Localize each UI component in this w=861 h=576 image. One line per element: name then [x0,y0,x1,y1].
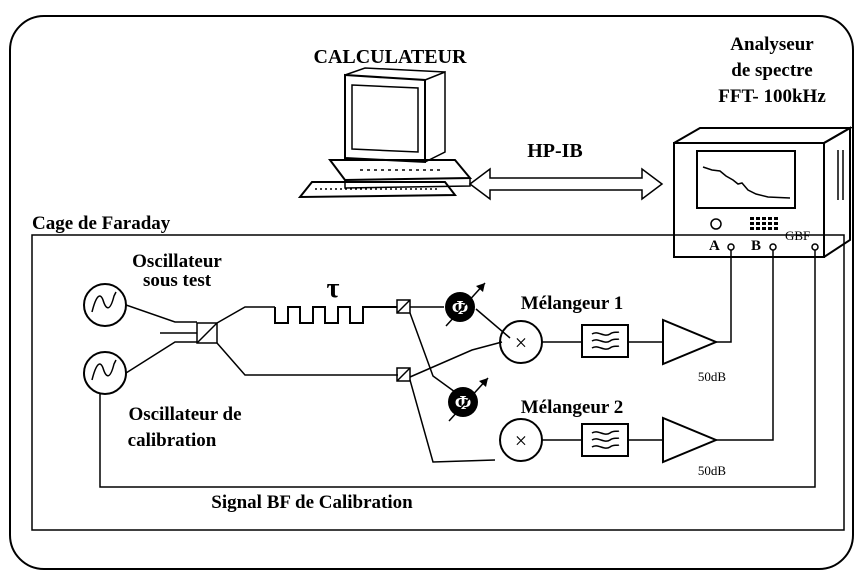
osc-test-label-line1: Oscillateur [132,251,222,272]
amp-2-gain: 50dB [698,463,727,478]
port-b [769,243,777,251]
faraday-cage-box [31,234,845,531]
mixer-2-label: Mélangeur 2 [521,397,624,418]
mixer-2-symbol: × [515,428,527,453]
delay-label: τ [327,273,340,304]
port-a-label: A [709,238,720,254]
lowpass-filter-1 [581,324,629,358]
wire-gbf-cal [99,250,816,488]
amplifier-2 [662,416,719,464]
wire-amp1-port-a [716,250,732,343]
hpib-label: HP-IB [527,140,583,162]
outer-frame [9,15,854,570]
delay-line [274,306,397,324]
phase-symbol-2: Φ [455,392,472,414]
cal-signal-label: Signal BF de Calibration [211,492,413,513]
analyzer-label-line3: FFT- 100kHz [718,86,826,107]
coupler [125,304,398,376]
sine-icon [91,359,117,381]
lowpass-filter-2 [581,423,629,457]
faraday-cage-label: Cage de Faraday [32,213,171,234]
port-gbf-label: GBF [785,228,810,243]
phase-shifter-1 [445,292,475,322]
port-gbf [811,243,819,251]
phase-symbol-1: Φ [452,297,469,319]
amplifier-1 [662,318,719,366]
sine-icon [91,291,117,313]
phase-shifter-2 [448,387,478,417]
port-a [727,243,735,251]
analyzer-label-line2: de spectre [731,60,812,81]
osc-cal-label-line1: Oscillateur de [128,404,241,425]
wire-amp2-port-b [716,250,774,441]
analyzer-label-line1: Analyseur [730,34,814,55]
amp-1-gain: 50dB [698,369,727,384]
mixer-1-symbol: × [515,330,527,355]
osc-cal-label-line2: calibration [128,430,217,451]
port-b-label: B [751,238,761,254]
splitter-2 [396,367,411,382]
computer-label: CALCULATEUR [314,46,468,68]
osc-test-label-line2: sous test [143,270,212,291]
computer-icon [297,67,473,199]
spectrum-analyzer-icon [673,126,854,258]
hpib-bus-arrow [468,167,664,201]
mixer-1-label: Mélangeur 1 [521,293,624,314]
